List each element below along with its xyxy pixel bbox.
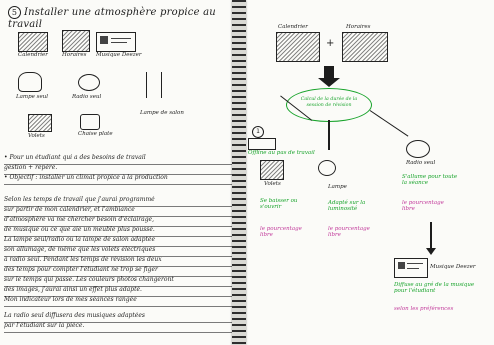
note-line: sur le temps qui passe. Les couleurs pho… xyxy=(4,276,232,287)
notebook-binding xyxy=(232,0,246,345)
offline-box xyxy=(248,138,276,150)
shutters-sketch xyxy=(28,114,52,132)
note-line: son allumage, de même que les volets éle… xyxy=(4,246,232,257)
radio-label: Radio seul xyxy=(72,94,102,100)
note-line: sur partir de mon calendrier, et l'ambia… xyxy=(4,206,232,217)
offline-note: Offline au pas de travail xyxy=(248,150,315,156)
note-line: des images, j'aurai ainsi un effet plus … xyxy=(4,286,232,297)
note-line: de musique ou ce que aie un meuble plus … xyxy=(4,226,232,237)
music-label: Musique Deezer xyxy=(96,52,142,58)
lamp-pink-note: le pourcentage libre xyxy=(328,226,370,238)
calendar-box xyxy=(276,32,320,62)
schedule-label: Horaires xyxy=(62,52,87,58)
note-line: • Objectif : installer un climat propice… xyxy=(4,174,232,185)
lamp-node-sketch xyxy=(318,160,336,176)
right-page: Calendrier + Horaires Calcul de la durée… xyxy=(242,0,494,345)
calendar-label: Calendrier xyxy=(18,52,48,58)
chair-label: Chaise plate xyxy=(78,131,113,137)
calendar-top-label: Calendrier xyxy=(278,24,308,30)
schedule-sketch xyxy=(62,30,90,52)
radio-node-label: Radio seul xyxy=(406,160,436,166)
chair-sketch xyxy=(80,114,100,130)
music-node-box xyxy=(394,258,428,278)
lamp-label: Lampe seul xyxy=(16,94,49,100)
session-duration-text: Calcul de la durée de la session de révi… xyxy=(300,97,358,108)
arrow-to-music-shaft xyxy=(430,222,432,250)
note-line: des temps pour compter l'étudiant ne tro… xyxy=(4,266,232,277)
shutters-pink-note: le pourcentage libre xyxy=(260,226,302,238)
note-line: Selon les temps de travail que j'aurai p… xyxy=(4,196,232,207)
note-line: d'atmosphère va me chercher besoin d'écl… xyxy=(4,216,232,227)
step-icon: 1 xyxy=(252,126,264,138)
note-line: par l'étudiant sur la pièce. xyxy=(4,322,232,333)
lamp-node-label: Lampe xyxy=(328,184,347,190)
radio-sketch xyxy=(78,74,100,91)
shutters-node-label: Volets xyxy=(264,181,281,187)
lamp-sketch xyxy=(18,72,42,92)
section-number: 5 xyxy=(8,6,21,19)
note-line: Mon indicateur lors de mes séances rangé… xyxy=(4,296,232,307)
note-line: • Pour un étudiant qui a des besoins de … xyxy=(4,154,232,165)
arrow-down-head xyxy=(318,78,340,87)
arrow-to-music-head xyxy=(426,248,436,255)
lamp-green-note: Adapté sur la luminosité xyxy=(328,200,366,212)
music-green-note: Diffuse au gré de la musique pour l'étud… xyxy=(394,282,475,294)
shutters-box xyxy=(260,160,284,180)
schedule-top-label: Horaires xyxy=(346,24,371,30)
note-line: gestion + repère. xyxy=(4,164,232,175)
title-text: Installer une atmosphère propice au trav… xyxy=(8,7,216,30)
radio-pink-note: le pourcentage libre xyxy=(402,200,444,212)
music-sketch xyxy=(96,32,136,52)
shutters-green-note: Se baisser ou s'ouvrir xyxy=(260,198,298,210)
note-line: La lampe seul/radio ou la lampe de salon… xyxy=(4,236,232,247)
arrow-down-shaft xyxy=(324,66,334,78)
music-pink-note: selon les préférences xyxy=(394,306,454,312)
music-node-label: Musique Deezer xyxy=(430,264,476,270)
shutters-label: Volets xyxy=(28,133,45,139)
floor-lamp-sketch xyxy=(146,72,162,98)
plus-sign: + xyxy=(326,38,335,49)
radio-green-note: S'allume pour toute la séance xyxy=(402,174,458,186)
arrow-to-radio xyxy=(369,110,409,137)
note-line: La radio seul diffusera des musiques ada… xyxy=(4,312,232,323)
schedule-box xyxy=(342,32,388,62)
arrow-to-lamp xyxy=(328,120,330,150)
session-duration-node: Calcul de la durée de la session de révi… xyxy=(286,88,372,122)
radio-node-sketch xyxy=(406,140,430,158)
note-line: à radio seul. Pendant les temps de révis… xyxy=(4,256,232,267)
floor-lamp-label: Lampe de salon xyxy=(140,110,184,116)
calendar-sketch xyxy=(18,32,48,52)
